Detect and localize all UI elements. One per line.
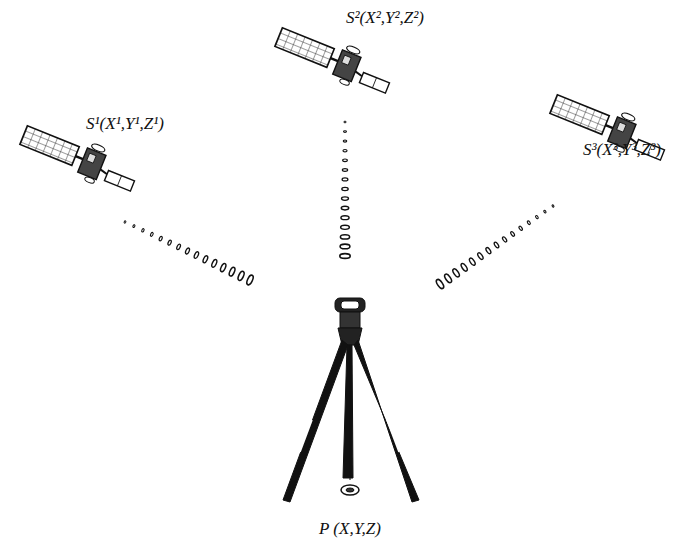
signal-dot [460, 263, 468, 272]
signal-dot [193, 251, 199, 259]
signal-dot [237, 270, 245, 281]
satellite-label: S²(X²,Y²,Z²) [346, 8, 424, 28]
signal-dot [340, 244, 350, 249]
signal-dot [228, 267, 236, 277]
signal-path [124, 121, 555, 289]
signal-dot [211, 259, 218, 268]
signal-dot [443, 273, 452, 284]
signal-dot [468, 257, 476, 266]
signal-dot [527, 220, 531, 225]
signal-dot [124, 221, 126, 224]
signal-dot [246, 274, 255, 285]
signal-dot [343, 140, 347, 142]
signal-dot [510, 231, 515, 237]
signal-dot [167, 240, 172, 246]
signal-dot [342, 187, 348, 190]
signal-dot [552, 205, 555, 208]
signal-dot [132, 224, 135, 227]
signal-dot [342, 197, 349, 200]
signal-dot [343, 159, 348, 162]
signal-dot [202, 255, 208, 263]
signal-dot [452, 268, 461, 278]
signal-dot [342, 178, 348, 181]
signal-dot [340, 254, 350, 259]
signal-dot [342, 169, 347, 172]
signal-dot [493, 241, 499, 248]
signal-dot [185, 247, 191, 254]
signal-dot [485, 247, 492, 255]
satellite-label: S¹(X¹,Y¹,Z¹) [86, 114, 164, 134]
signal-dot [477, 252, 484, 260]
signal-dot [343, 150, 347, 152]
signal-dot [220, 263, 227, 273]
signal-dot [176, 244, 181, 251]
signal-dot [435, 278, 445, 289]
signal-dot [543, 210, 546, 213]
signal-dot [344, 121, 346, 123]
signal-dot [340, 235, 349, 239]
signal-dot [341, 216, 349, 220]
signal-dot [159, 236, 163, 241]
signal-dot [150, 232, 154, 237]
signal-dot [535, 215, 539, 219]
signal-dot [341, 206, 349, 210]
satellite-label: S³(X³,Y³,Z³) [583, 140, 661, 160]
signal-dot [341, 225, 350, 229]
satellite [271, 19, 397, 100]
signal-dot [344, 131, 347, 133]
signal-dot [502, 236, 508, 242]
receiver-label: P (X,Y,Z) [319, 519, 381, 539]
satellite [546, 86, 672, 167]
signal-dot [141, 228, 144, 232]
signal-dot [518, 226, 523, 231]
tripod [283, 298, 419, 502]
